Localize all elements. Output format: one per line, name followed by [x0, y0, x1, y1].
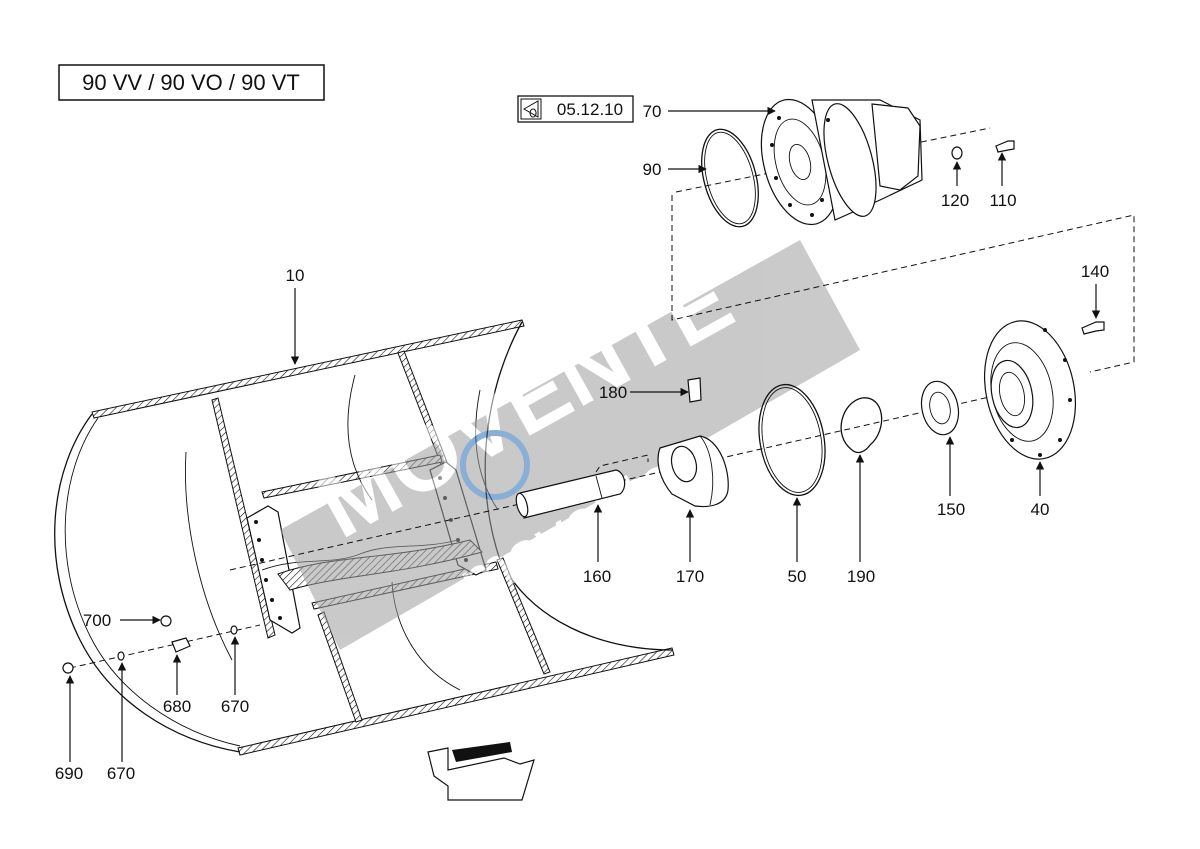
- label-670-b: 670: [107, 764, 135, 783]
- label-700: 700: [83, 611, 111, 630]
- label-150: 150: [937, 500, 965, 519]
- part-670-washer-b: [117, 651, 125, 661]
- label-680: 680: [163, 697, 191, 716]
- watermark-gear-icon: [460, 430, 530, 500]
- part-670-washer-a: [230, 625, 238, 635]
- label-160: 160: [583, 567, 611, 586]
- part-140-bolt: [1081, 321, 1105, 335]
- ref-box: 05.12.10: [517, 95, 634, 123]
- model-label: 90 VV / 90 VO / 90 VT: [82, 70, 300, 95]
- part-70-motor: [760, 98, 923, 226]
- watermark: MOVENTE movente.ru: [280, 240, 860, 650]
- label-90: 90: [643, 160, 662, 179]
- label-40: 40: [1031, 500, 1050, 519]
- part-120-washer: [951, 146, 963, 160]
- label-690: 690: [55, 764, 83, 783]
- part-190-circlip: [840, 397, 883, 454]
- leader-lines: [65, 106, 1101, 762]
- part-700-plug: [160, 615, 172, 627]
- label-120: 120: [941, 191, 969, 210]
- drum-assembly: [54, 319, 675, 756]
- part-160-shaft: [515, 469, 626, 519]
- label-180: 180: [599, 383, 627, 402]
- label-50: 50: [788, 567, 807, 586]
- part-680-fitting: [171, 637, 191, 653]
- part-180-screw: [687, 377, 702, 403]
- label-10: 10: [286, 266, 305, 285]
- label-110: 110: [989, 191, 1016, 210]
- part-50-oring: [758, 383, 826, 497]
- label-670-a: 670: [221, 697, 249, 716]
- label-170: 170: [676, 567, 704, 586]
- part-90-oring: [701, 128, 759, 228]
- part-150-bearing: [920, 380, 960, 436]
- model-box: 90 VV / 90 VO / 90 VT: [58, 64, 325, 101]
- label-190: 190: [847, 567, 875, 586]
- eye-icon: [522, 100, 539, 118]
- label-140: 140: [1081, 262, 1109, 281]
- part-170-coupling: [657, 435, 729, 508]
- part-110-bolt: [995, 140, 1015, 153]
- part-labels: 10 70 90 120 110 140 180 160 170 50 190 …: [55, 102, 1109, 783]
- ref-label: 05.12.10: [557, 100, 623, 119]
- direction-arrow-icon: [427, 742, 535, 801]
- label-70: 70: [643, 102, 662, 121]
- part-690-nut: [62, 662, 74, 674]
- part-40-flange: [983, 320, 1077, 460]
